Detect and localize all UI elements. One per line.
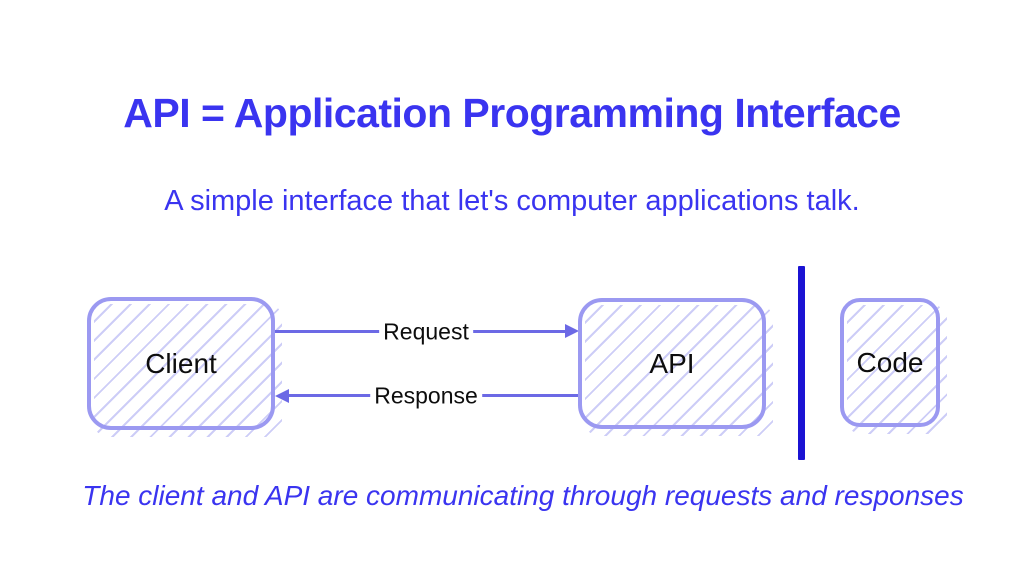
api-box: API xyxy=(578,298,773,436)
response-arrow-label: Response xyxy=(370,382,482,410)
page-caption: The client and API are communicating thr… xyxy=(82,480,964,511)
page-subtitle: A simple interface that let's computer a… xyxy=(164,185,860,217)
client-box-label: Client xyxy=(145,347,217,379)
api-box-outline: API xyxy=(578,298,766,429)
api-box-label: API xyxy=(649,347,695,379)
page-title: API = Application Programming Interface xyxy=(123,90,901,136)
request-arrow-label: Request xyxy=(379,318,473,346)
code-box-outline: Code xyxy=(840,298,940,427)
request-arrowhead-icon xyxy=(565,324,579,338)
response-arrowhead-icon xyxy=(275,389,289,403)
code-box: Code xyxy=(840,298,947,434)
api-box-hatch-fill xyxy=(585,305,773,436)
api-code-divider-bar xyxy=(798,266,805,460)
client-box-outline: Client xyxy=(87,297,275,430)
client-box-hatch-fill xyxy=(94,304,282,437)
code-box-label: Code xyxy=(856,346,924,378)
client-box: Client xyxy=(87,297,282,437)
